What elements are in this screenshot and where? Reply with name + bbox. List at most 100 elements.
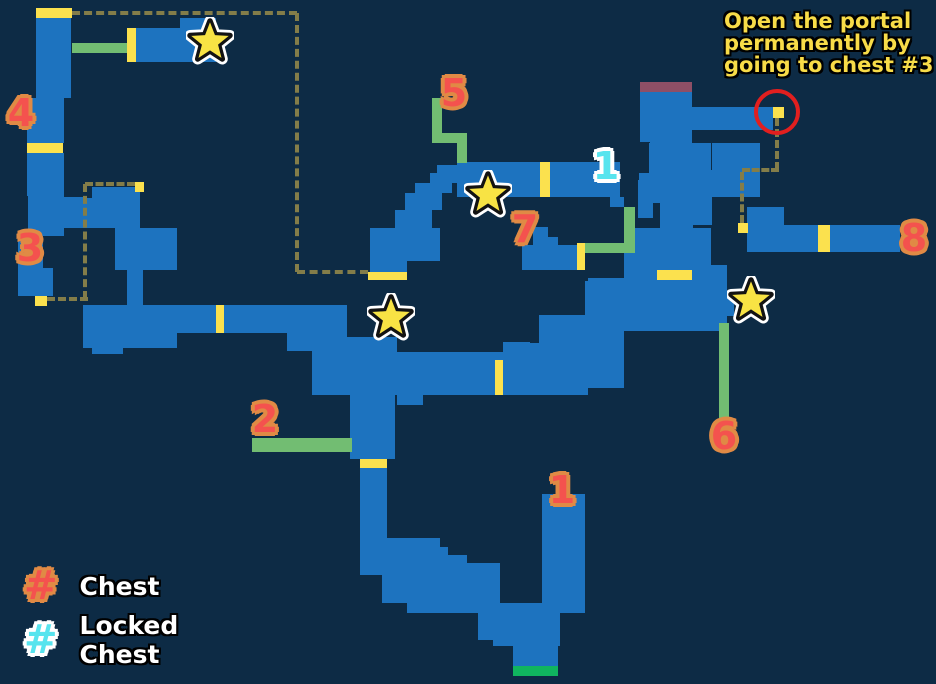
map-path-block: [493, 640, 560, 646]
dashed-route-line: [72, 11, 297, 15]
map-path-block: [660, 170, 693, 270]
door-block: [368, 272, 407, 280]
map-path-block: [639, 173, 660, 203]
chest-symbol-icon: #: [24, 563, 58, 609]
map-path-block: [513, 646, 558, 666]
map-path-block: [36, 18, 71, 98]
exit-block: [513, 666, 558, 676]
map-path-block: [82, 198, 140, 228]
dashed-route-line: [83, 184, 87, 299]
dashed-route-line: [297, 270, 368, 274]
map-path-block: [18, 235, 43, 296]
dashed-route-line: [740, 172, 744, 223]
dashed-route-line: [742, 168, 779, 172]
map-path-block: [370, 228, 440, 261]
chest-number-marker: 2: [251, 397, 279, 441]
portal-annotation-line: Open the portal: [724, 9, 912, 33]
map-path-block: [415, 183, 452, 193]
green-path-block: [624, 207, 635, 253]
door-block: [135, 182, 144, 192]
map-path-block: [407, 603, 560, 613]
map-path-block: [533, 227, 548, 237]
map-path-block: [610, 197, 624, 207]
map-path-block: [360, 547, 448, 555]
map-path-block: [533, 237, 558, 245]
map-path-block: [27, 98, 64, 143]
map-path-block: [312, 337, 397, 395]
map-path-block: [27, 153, 64, 196]
map-path-block: [175, 305, 320, 333]
map-path-block: [360, 555, 467, 563]
star-icon: [462, 168, 514, 218]
door-block: [818, 225, 830, 252]
locked-chest-symbol-icon: #: [24, 617, 58, 663]
map-path-block: [83, 305, 177, 348]
portal-annotation-line: permanently by: [724, 31, 911, 55]
map-path-block: [649, 143, 711, 173]
green-path-block: [432, 133, 467, 143]
map-path-block: [692, 107, 773, 130]
door-block: [577, 243, 585, 270]
map-path-block: [360, 538, 440, 547]
portal-highlight-circle: [754, 89, 800, 135]
door-block: [360, 459, 387, 468]
door-block: [657, 270, 692, 280]
chest-number-marker: 4: [7, 91, 35, 135]
chest-number-marker: 3: [16, 226, 44, 270]
map-path-block: [115, 228, 177, 270]
green-path-block: [72, 43, 127, 53]
legend-locked-chest-label: Locked Chest: [79, 611, 179, 669]
door-block: [738, 223, 748, 233]
map-path-block: [397, 352, 503, 395]
chest-number-marker: 7: [511, 207, 539, 251]
dashed-route-line: [775, 118, 779, 170]
star-icon: [365, 291, 417, 341]
map-path-block: [693, 170, 712, 225]
map-path-block: [405, 193, 442, 210]
legend-row-locked-chest: # Locked Chest: [24, 611, 178, 669]
map-path-block: [747, 207, 784, 252]
chest-number-marker: 1: [548, 468, 576, 512]
legend-chest-label: Chest: [79, 571, 160, 601]
map-path-block: [437, 165, 457, 175]
map-path-block: [92, 348, 123, 354]
map-path-block: [64, 197, 85, 228]
door-block: [540, 162, 550, 197]
map-path-block: [287, 333, 320, 351]
green-path-block: [719, 323, 729, 418]
map-path-block: [640, 92, 692, 142]
map-path-block: [92, 187, 140, 198]
star-icon: [725, 274, 777, 324]
door-block: [36, 8, 72, 18]
green-path-block: [432, 98, 442, 143]
chest-number-marker: 5: [440, 71, 468, 115]
map-path-block: [784, 225, 900, 252]
dashed-route-line: [295, 13, 299, 272]
map-path-block: [430, 173, 460, 183]
door-block: [35, 296, 47, 306]
dashed-route-line: [85, 182, 135, 186]
map-path-block: [360, 563, 500, 575]
map-path-block: [542, 494, 585, 613]
map-path-block: [28, 196, 64, 236]
dashed-route-line: [47, 297, 88, 301]
map-path-block: [530, 343, 588, 395]
locked-chest-number-marker: 1: [592, 144, 620, 188]
portal-annotation: Open the portal permanently by going to …: [724, 10, 933, 76]
legend-row-chest: # Chest: [24, 566, 159, 606]
map-path-block: [180, 18, 216, 28]
map-path-block: [43, 268, 53, 296]
barrier-block: [640, 82, 692, 92]
map-path-block: [397, 395, 423, 405]
star-icon: [184, 15, 236, 65]
map-path-block: [395, 210, 432, 228]
green-path-block: [252, 438, 352, 452]
door-block: [27, 143, 63, 153]
map-path-block: [370, 261, 407, 272]
map-path-block: [382, 575, 500, 603]
map-path-block: [127, 270, 143, 305]
chest-number-marker: 8: [900, 216, 928, 260]
map-path-block: [539, 315, 588, 343]
green-path-block: [457, 133, 467, 163]
